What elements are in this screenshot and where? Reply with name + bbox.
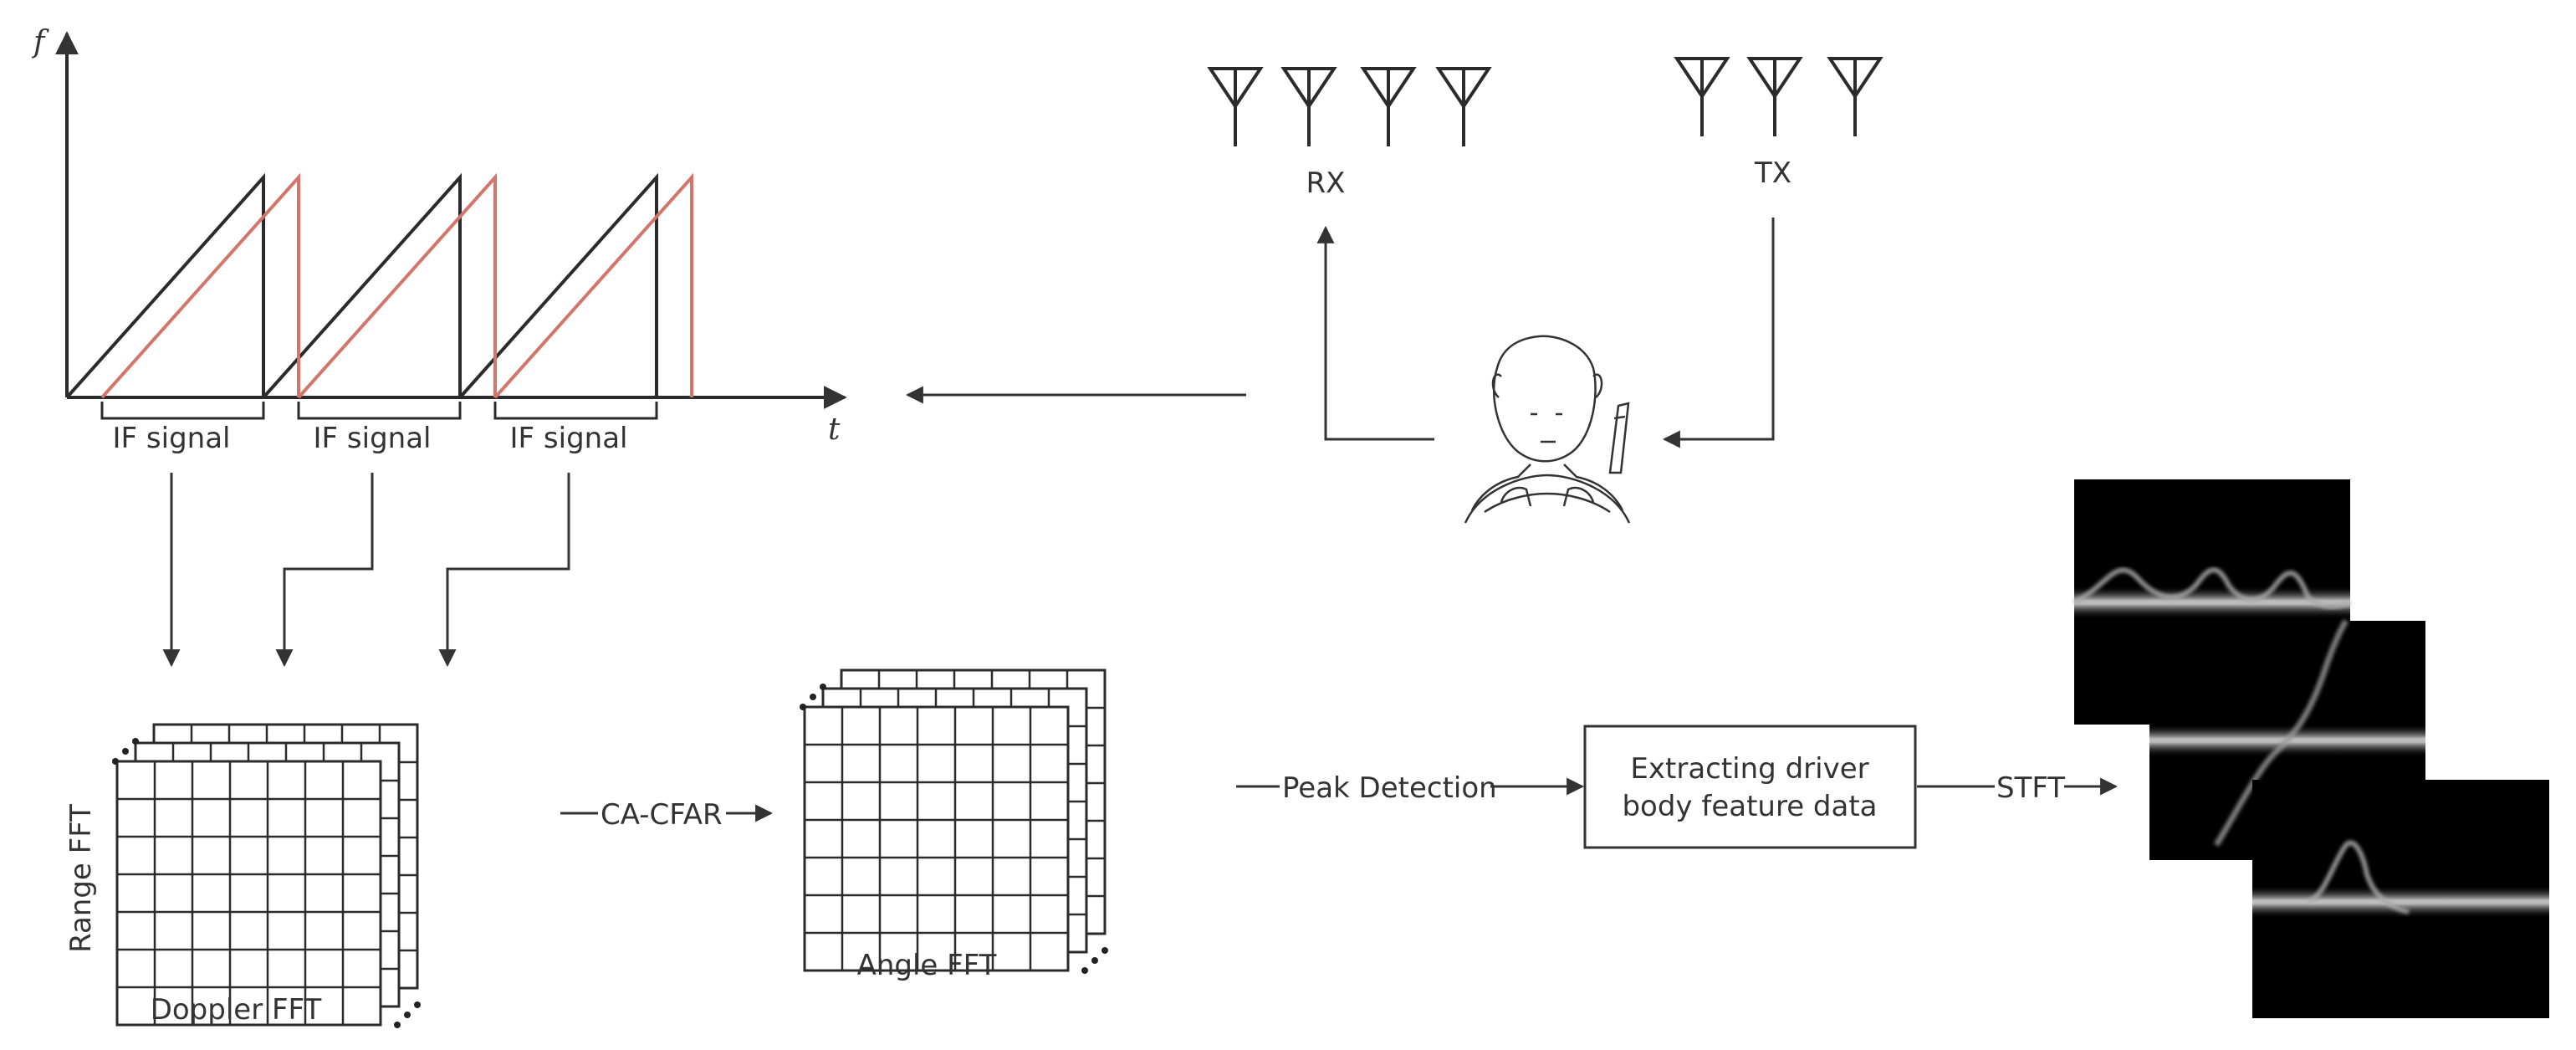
if-brackets — [100, 402, 658, 420]
if-signal-label-2: IF signal — [314, 422, 432, 455]
fft-layer — [803, 705, 1070, 972]
feature-extraction-box — [1583, 725, 1917, 849]
if-bracket — [297, 402, 462, 420]
feature-box-line-2: body feature data — [1622, 790, 1877, 823]
stft-label: STFT — [1996, 771, 2065, 805]
tx-chirps — [65, 172, 658, 399]
ellipsis-dots — [112, 738, 421, 1028]
feature-box-line-1: Extracting driver — [1630, 752, 1868, 786]
if-bracket — [493, 402, 658, 420]
antenna-icon — [1746, 57, 1803, 136]
antenna-icon — [1207, 67, 1264, 146]
rx-chirp — [100, 172, 300, 399]
if-signal-label-3: IF signal — [510, 422, 628, 455]
cfar-step: CA-CFAR — [560, 798, 774, 832]
driver-icon — [1464, 335, 1631, 524]
freq-axis-label: f — [31, 25, 49, 59]
tx-to-driver-arrow — [1662, 218, 1775, 448]
spectrogram-3 — [2252, 780, 2549, 1018]
signal-path-arrows — [905, 218, 1775, 448]
tx-label: TX — [1754, 156, 1791, 190]
rx-chirp — [493, 172, 693, 399]
peak-detection-label: Peak Detection — [1282, 771, 1497, 805]
if-bracket — [100, 402, 265, 420]
range-fft-label: Range FFT — [64, 804, 98, 953]
angle-fft-label: Angle FFT — [857, 949, 997, 982]
doppler-fft-label: Doppler FFT — [151, 993, 322, 1027]
antenna-icon — [1827, 57, 1883, 136]
if-to-fft-arrows — [162, 473, 570, 668]
stft-step: STFT — [1917, 771, 2119, 805]
tx-chirp — [262, 172, 462, 399]
tx-chirp — [65, 172, 265, 399]
if-signal-label-1: IF signal — [113, 422, 231, 455]
cfar-label: CA-CFAR — [601, 798, 723, 832]
peak-detection-step: Peak Detection — [1236, 771, 1585, 805]
antenna-icon — [1360, 67, 1417, 146]
spectrogram-1 — [2073, 479, 2352, 725]
range-doppler-cube — [112, 723, 421, 1028]
driver-to-rx-arrow — [1316, 225, 1434, 441]
rx-chirps — [100, 172, 693, 399]
tx-chirp — [458, 172, 658, 399]
ellipsis-dots — [800, 684, 1108, 974]
chirp-plot — [55, 31, 847, 420]
antenna-icon — [1280, 67, 1337, 146]
time-axis-label: t — [828, 412, 841, 447]
fft-layer — [115, 760, 382, 1027]
rx-chirp — [297, 172, 497, 399]
antenna-array — [1207, 57, 1883, 146]
antenna-icon — [1435, 67, 1492, 146]
rx-label: RX — [1306, 166, 1346, 200]
angle-fft-cube — [800, 668, 1108, 974]
antenna-icon — [1674, 57, 1730, 136]
